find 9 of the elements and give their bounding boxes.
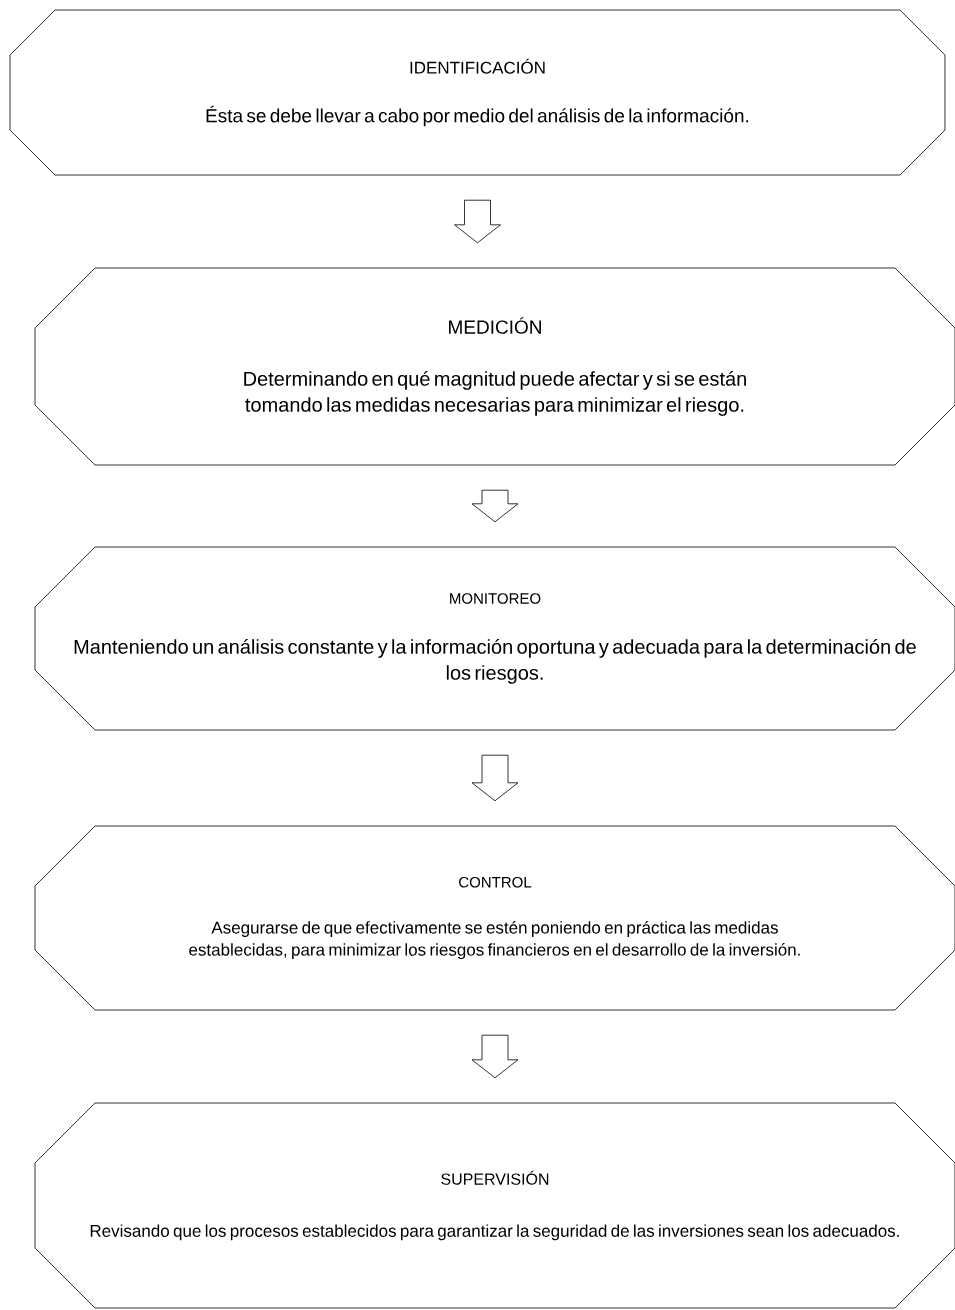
process-box: CONTROL Asegurarse de que efectivamente se estén poniendo en práctica las medidas establecidas, para minimizar los riesgos financieros en el desarrollo de la inversión. [34, 825, 955, 1011]
block-arrow [454, 199, 501, 244]
block-arrow [471, 489, 519, 523]
process-box: SUPERVISIÓN Revisando que los procesos establecidos para garantizar la seguridad de las inversiones sean los adecuados. [34, 1102, 955, 1309]
process-box: IDENTIFICACIÓN Ésta se debe llevar a cabo por medio del análisis de la información. [9, 9, 946, 176]
block-arrow [471, 1034, 519, 1079]
process-box: MONITOREO Manteniendo un análisis constante y la información oportuna y adecuada para la determinación de los riesgos. [34, 546, 955, 731]
block-arrow [471, 754, 519, 802]
process-box: MEDICIÓN Determinando en qué magnitud puede afectar y si se están tomando las medidas necesarias para minimizar el riesgo. [34, 267, 955, 466]
